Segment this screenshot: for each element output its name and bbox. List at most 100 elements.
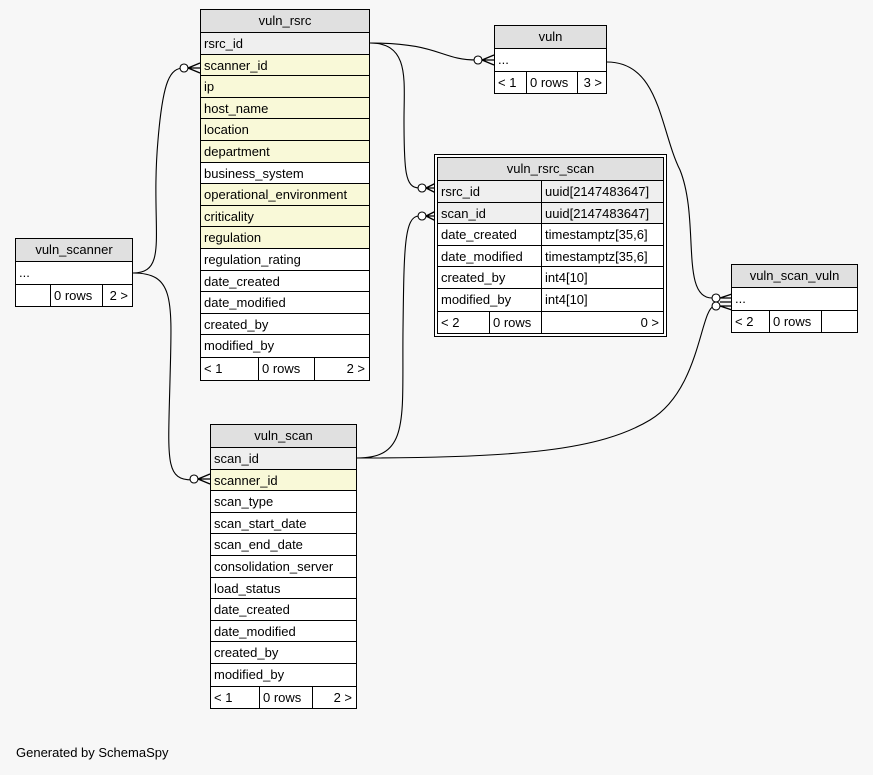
column-row[interactable]: ... <box>732 288 857 310</box>
table-title[interactable]: vuln_rsrc <box>201 10 369 33</box>
row-count: 0 rows <box>259 686 312 709</box>
column-name: date_modified <box>214 623 296 639</box>
parents-link[interactable]: < 2 <box>735 313 754 329</box>
column-row[interactable]: date_modified <box>201 292 369 314</box>
parents-link[interactable]: < 1 <box>498 74 517 90</box>
column-name: scan_id <box>441 205 486 221</box>
column-list: ... <box>495 49 606 72</box>
parents-link[interactable] <box>16 285 50 307</box>
column-row[interactable]: created_by <box>201 313 369 336</box>
column-type: uuid[2147483647] <box>541 181 663 202</box>
column-name: regulation <box>204 230 262 246</box>
column-row[interactable]: scanner_id <box>201 54 369 77</box>
column-name: scanner_id <box>214 472 278 488</box>
column-name: rsrc_id <box>204 36 244 51</box>
column-row[interactable]: criticality <box>201 205 369 228</box>
column-name: date_modified <box>204 295 286 311</box>
column-row[interactable]: scanner_id <box>211 469 356 492</box>
table-title[interactable]: vuln_scanner <box>16 239 132 262</box>
children-link[interactable]: 3 > <box>577 71 606 94</box>
optional-marker-icon <box>417 183 427 193</box>
column-row[interactable]: date_modified <box>211 620 356 643</box>
parents-link[interactable]: < 1 <box>204 360 223 376</box>
column-name: scan_type <box>214 494 274 510</box>
table-footer: 0 rows 2 > <box>16 284 132 307</box>
table-vuln[interactable]: vuln ... < 1 0 rows 3 > <box>494 25 607 95</box>
optional-marker-icon <box>711 301 721 311</box>
column-name: date_created <box>441 227 517 243</box>
column-name: operational_environment <box>204 187 348 203</box>
column-row[interactable]: regulation_rating <box>201 248 369 271</box>
column-name: criticality <box>204 208 254 224</box>
parents-link[interactable]: < 2 <box>441 314 460 330</box>
column-name: load_status <box>214 580 281 596</box>
column-row[interactable]: location <box>201 119 369 141</box>
column-list: ... <box>16 262 132 285</box>
column-name: scan_id <box>214 451 259 466</box>
column-row[interactable]: ... <box>495 49 606 71</box>
column-row[interactable]: regulation <box>201 227 369 249</box>
relationship-line <box>132 67 185 274</box>
parents-link[interactable]: < 1 <box>214 689 233 705</box>
optional-marker-icon <box>711 293 721 303</box>
column-row[interactable]: rsrc_id uuid[2147483647] <box>438 181 663 203</box>
table-footer: < 1 0 rows 2 > <box>201 357 369 380</box>
generator-credit: Generated by SchemaSpy <box>16 745 169 760</box>
column-name: modified_by <box>441 291 512 307</box>
table-title[interactable]: vuln_scan <box>211 425 356 448</box>
column-row[interactable]: scan_type <box>211 491 356 513</box>
column-row[interactable]: scan_start_date <box>211 512 356 535</box>
column-name: ip <box>204 79 215 95</box>
children-link[interactable]: 2 > <box>314 357 369 380</box>
column-row[interactable]: rsrc_id <box>201 33 369 55</box>
column-row[interactable]: scan_end_date <box>211 534 356 556</box>
children-link[interactable]: 2 > <box>312 686 356 709</box>
column-name: department <box>204 143 270 159</box>
column-row[interactable]: modified_by <box>201 335 369 357</box>
table-vuln-scanner[interactable]: vuln_scanner ... 0 rows 2 > <box>15 238 133 308</box>
column-row[interactable]: modified_by <box>211 663 356 686</box>
column-name: scanner_id <box>204 57 268 73</box>
optional-marker-icon <box>473 55 483 65</box>
column-row[interactable]: date_created <box>201 270 369 293</box>
relationship-line <box>356 215 420 459</box>
optional-marker-icon <box>189 474 199 484</box>
column-list: ... <box>732 288 857 311</box>
column-row[interactable]: scan_id <box>211 448 356 470</box>
column-row[interactable]: scan_id uuid[2147483647] <box>438 202 663 225</box>
table-title[interactable]: vuln <box>495 26 606 49</box>
column-row[interactable]: department <box>201 140 369 163</box>
children-link[interactable]: 2 > <box>102 284 132 307</box>
column-list: scan_id scanner_id scan_type scan_start_dat… <box>211 448 356 687</box>
column-row[interactable]: consolidation_server <box>211 555 356 578</box>
children-link[interactable] <box>821 310 857 333</box>
column-name: created_by <box>214 645 279 661</box>
column-row[interactable]: host_name <box>201 97 369 120</box>
table-title[interactable]: vuln_scan_vuln <box>732 265 857 288</box>
table-footer: < 1 0 rows 3 > <box>495 71 606 94</box>
column-row[interactable]: business_system <box>201 162 369 185</box>
column-name: rsrc_id <box>441 184 481 199</box>
column-name: business_system <box>204 165 304 181</box>
table-title[interactable]: vuln_rsrc_scan <box>438 158 663 181</box>
column-row[interactable]: operational_environment <box>201 184 369 206</box>
table-vuln-scan-vuln[interactable]: vuln_scan_vuln ... < 2 0 rows <box>731 264 858 334</box>
relationship-line <box>369 42 420 189</box>
column-row[interactable]: created_by <box>211 642 356 664</box>
column-row[interactable]: ... <box>16 262 132 284</box>
children-link[interactable]: 0 > <box>541 311 663 334</box>
column-row[interactable]: ip <box>201 76 369 98</box>
column-type: uuid[2147483647] <box>541 202 663 224</box>
column-name: ... <box>498 52 509 67</box>
crowfoot-icon <box>481 54 495 66</box>
column-row[interactable]: load_status <box>211 577 356 600</box>
column-row[interactable]: date_created <box>211 599 356 621</box>
